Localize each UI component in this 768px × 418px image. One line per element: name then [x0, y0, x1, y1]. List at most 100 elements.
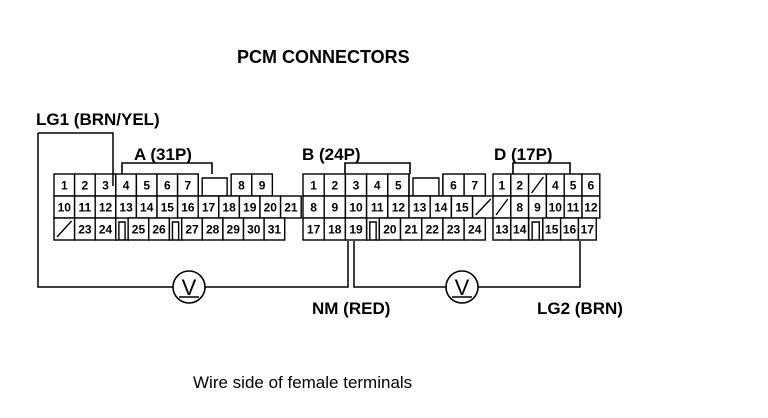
connector-a-latch	[121, 162, 213, 174]
connector-b-pin: 19	[344, 217, 368, 241]
wire-nm-right	[353, 241, 446, 288]
connector-d-pin: 1	[492, 173, 512, 197]
connector-a-pin: 23	[73, 217, 96, 241]
pin-number: 14	[513, 223, 527, 237]
connector-a-key-notch	[197, 174, 232, 197]
pin-number: 23	[447, 223, 461, 237]
pin-number: 12	[584, 201, 598, 215]
connector-d-pin: 15	[542, 217, 562, 241]
connector-b-pin: 12	[387, 195, 410, 219]
connector-d-key-notch	[527, 218, 544, 241]
connector-b-key-notch	[365, 218, 381, 241]
connector-a-pin: 13	[115, 195, 138, 219]
connector-a-pin: 12	[94, 195, 117, 219]
connector-d-pin: 2	[510, 173, 530, 197]
connector-b-pin: 15	[450, 195, 474, 219]
connector-a-pin: 8	[230, 173, 253, 197]
connector-a-pin: 2	[73, 173, 96, 197]
pin-number: 5	[395, 179, 402, 193]
connector-b-pin: 17	[302, 217, 325, 241]
pin-number: 4	[123, 179, 130, 193]
connector-d-pin: 10	[545, 195, 565, 219]
connector-a-pin: 9	[251, 173, 274, 197]
connector-b-pin: 6	[442, 173, 465, 197]
pin-number: 3	[353, 179, 360, 193]
pin-number: 30	[247, 223, 261, 237]
pin-number: 10	[58, 201, 72, 215]
connector-a-pin: 21	[279, 195, 302, 219]
pin-number: 13	[119, 201, 133, 215]
connector-a-pin: 19	[238, 195, 261, 219]
pin-number: 29	[227, 223, 241, 237]
connector-a-label: A (31P)	[134, 145, 192, 164]
pin-number: 8	[310, 201, 317, 215]
pin-number: 24	[99, 223, 113, 237]
connector-b-pin: 1	[302, 173, 325, 197]
connector-d-pin: 14	[510, 217, 530, 241]
connector-b-pin: 21	[399, 217, 423, 241]
diagram-title: PCM CONNECTORS	[237, 47, 410, 67]
connector-d-pin: 4	[545, 173, 565, 197]
connector-a-pin: 31	[263, 217, 286, 241]
pin-number: 18	[328, 223, 342, 237]
connector-a-pin: 30	[242, 217, 265, 241]
pin-number: 17	[307, 223, 321, 237]
connector-d-pin: 6	[581, 173, 601, 197]
pin-number: 18	[222, 201, 236, 215]
pin-number: 1	[310, 179, 317, 193]
connector-b-pin: 2	[323, 173, 347, 197]
probe-wiring	[37, 132, 581, 288]
connector-b-pin: 3	[344, 173, 368, 197]
connector-d-pin: 5	[563, 173, 583, 197]
connector-d-pin: 11	[563, 195, 583, 219]
pin-number: 9	[534, 201, 541, 215]
pin-number: 11	[567, 201, 580, 215]
connector-a-pin: 18	[218, 195, 241, 219]
connector-a-pin: 28	[201, 217, 224, 241]
connector-d-pin: 17	[577, 217, 597, 241]
voltmeter-1: V	[172, 270, 206, 304]
connector-d-latch	[512, 162, 571, 174]
pin-number: 6	[450, 179, 457, 193]
pin-number: 4	[552, 179, 559, 193]
pin-number: 7	[185, 179, 192, 193]
pin-number: 19	[349, 223, 363, 237]
connector-b-latch	[344, 162, 411, 174]
pin-number: 19	[243, 201, 257, 215]
connector-d-pin: 13	[492, 217, 512, 241]
pin-number: 24	[468, 223, 482, 237]
connector-d-pin	[527, 173, 548, 197]
voltmeter-2: V	[445, 270, 479, 304]
pin-number: 31	[268, 223, 282, 237]
pin-number: 6	[588, 179, 595, 193]
wire-lg1	[38, 132, 114, 186]
connector-b-key-notch	[408, 174, 444, 197]
connector-b-pin	[471, 195, 495, 219]
pin-number: 28	[206, 223, 220, 237]
pin-number: 15	[545, 223, 559, 237]
pin-number: 9	[259, 179, 266, 193]
connector-b-pin: 23	[442, 217, 465, 241]
pin-number: 10	[549, 201, 563, 215]
connector-a-pin: 4	[115, 173, 138, 197]
pin-number: 6	[164, 179, 171, 193]
pin-number: 8	[516, 201, 523, 215]
pin-number: 21	[404, 223, 418, 237]
pin-number: 2	[516, 179, 523, 193]
connector-a-pin: 7	[176, 173, 199, 197]
pin-number: 16	[563, 223, 577, 237]
connector-a-pin: 15	[156, 195, 179, 219]
connector-d-pin: 12	[581, 195, 601, 219]
connector-b-pin: 13	[408, 195, 431, 219]
pin-number: 11	[79, 201, 92, 215]
connector-d-pin: 8	[510, 195, 530, 219]
pin-number: 14	[140, 201, 154, 215]
pin-number: 25	[132, 223, 146, 237]
pin-number: 22	[426, 223, 440, 237]
connector-b-pin: 24	[463, 217, 487, 241]
connector-a-pin: 16	[176, 195, 199, 219]
pin-number: 13	[495, 223, 509, 237]
wire-nm-left	[205, 241, 349, 288]
